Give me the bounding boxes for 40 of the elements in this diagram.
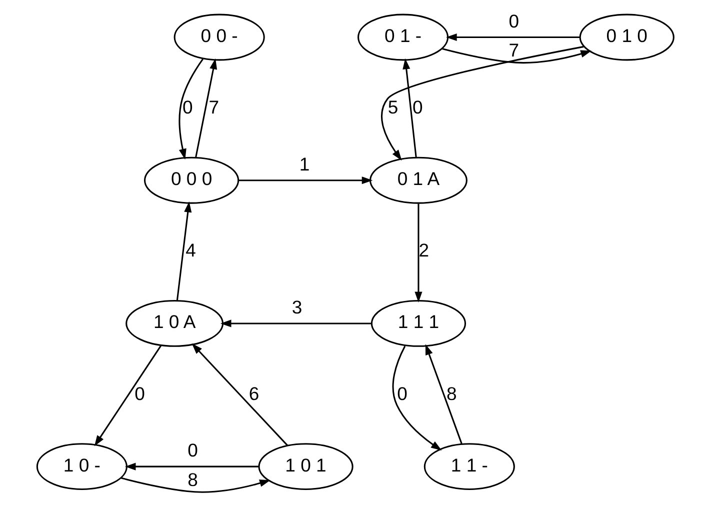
edge-label: 8 bbox=[188, 469, 198, 490]
arrow bbox=[94, 345, 162, 446]
edge-label: 0 bbox=[188, 440, 198, 461]
edge-label: 0 bbox=[182, 96, 193, 118]
node-ellipse: 0 1 - bbox=[358, 14, 449, 61]
arrow bbox=[446, 33, 580, 42]
arrow bbox=[402, 58, 417, 158]
arrow bbox=[238, 176, 373, 184]
edge-label: 5 bbox=[388, 96, 398, 118]
arrow bbox=[414, 204, 422, 303]
node-ellipse: 0 0 0 bbox=[144, 156, 240, 204]
edge-label: 4 bbox=[186, 240, 196, 261]
arrow bbox=[178, 58, 204, 160]
arrow bbox=[220, 320, 372, 328]
edge-label: 0 bbox=[412, 96, 423, 118]
arrow bbox=[381, 46, 584, 161]
node-ellipse: 1 1 - bbox=[424, 443, 515, 490]
arrow bbox=[124, 462, 259, 470]
edge-label: 0 bbox=[397, 382, 408, 404]
node-ellipse: 1 0 - bbox=[36, 443, 128, 490]
edge-label: 8 bbox=[446, 382, 457, 404]
edge-label: 7 bbox=[508, 40, 520, 61]
edge-label: 3 bbox=[292, 296, 302, 318]
arrow bbox=[195, 58, 218, 158]
arrow bbox=[392, 346, 442, 451]
arrow bbox=[120, 477, 270, 493]
arrow bbox=[176, 201, 192, 300]
arrow bbox=[425, 344, 462, 444]
edge-label: 0 bbox=[508, 10, 520, 32]
edge-label: 2 bbox=[418, 240, 430, 261]
edge-label: 0 bbox=[134, 382, 145, 404]
edge-label: 1 bbox=[299, 153, 310, 174]
node-ellipse: 0 1 A bbox=[370, 156, 468, 204]
edge-label: 6 bbox=[248, 382, 260, 404]
node-ellipse: 1 1 1 bbox=[370, 300, 466, 347]
edge-label: 7 bbox=[208, 96, 220, 118]
arrow bbox=[192, 343, 288, 446]
node-ellipse: 0 0 - bbox=[174, 14, 265, 61]
arrow bbox=[442, 48, 592, 64]
node-ellipse: 1 0 A bbox=[126, 300, 224, 347]
